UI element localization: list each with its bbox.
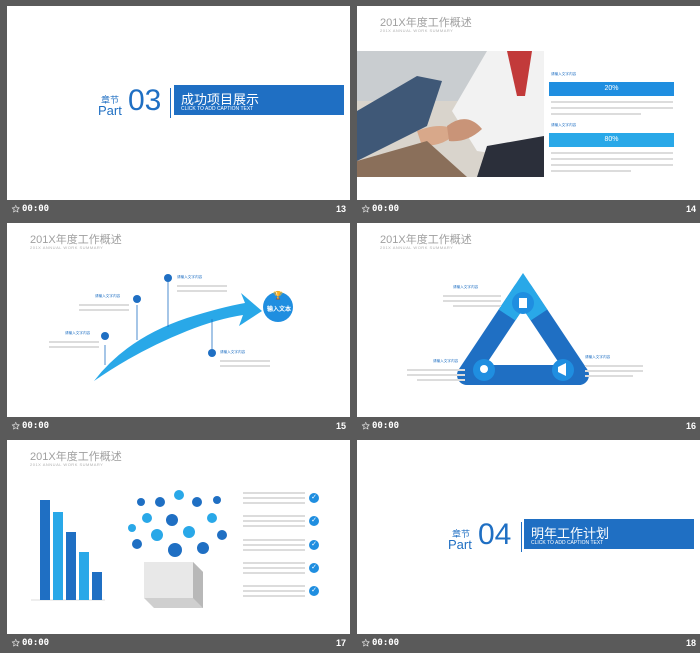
slide-subtitle: 201X ANNUAL WORK SUMMARY	[380, 245, 454, 250]
transition-icon: ✩	[362, 638, 370, 648]
slide-canvas: 201X年度工作概述 201X ANNUAL WORK SUMMARY 请输入文…	[357, 223, 700, 417]
banner-title: 成功项目展示	[181, 92, 260, 107]
slide-title: 201X年度工作概述	[30, 451, 122, 463]
label-a: 请输入文字内容	[65, 331, 91, 335]
divider	[170, 88, 171, 118]
slide-canvas: 201X年度工作概述 201X ANNUAL WORK SUMMARY 请输入文…	[357, 6, 700, 200]
slide-thumbnail-18[interactable]: 章节 Part 04 明年工作计划 CLICK TO ADD CAPTION T…	[357, 440, 700, 653]
part-number: 03	[128, 84, 162, 117]
slide-title: 201X年度工作概述	[380, 234, 472, 246]
part-label: Part	[98, 103, 122, 118]
slide-thumbnail-17[interactable]: 201X年度工作概述 201X ANNUAL WORK SUMMARY ✓ ✓ ✓ ✓…	[7, 440, 350, 653]
slide-time: 00:00	[22, 204, 50, 214]
transition-icon: ✩	[12, 421, 20, 431]
slide-canvas: 201X年度工作概述 201X ANNUAL WORK SUMMARY 输入文本…	[7, 223, 350, 417]
label-left: 请输入文字内容	[433, 359, 459, 363]
banner-subtitle: CLICK TO ADD CAPTION TEXT	[181, 106, 254, 112]
bar-3	[66, 532, 76, 600]
check-icon: ✓	[309, 540, 319, 550]
badge-text: 输入文本	[267, 307, 292, 313]
slide-thumbnail-14[interactable]: 201X年度工作概述 201X ANNUAL WORK SUMMARY 请输入文…	[357, 6, 700, 219]
label-d: 请输入文字内容	[220, 350, 246, 354]
slide-subtitle: 201X ANNUAL WORK SUMMARY	[30, 462, 104, 467]
slide-number: 14	[685, 204, 696, 214]
slide-thumbnail-16[interactable]: 201X年度工作概述 201X ANNUAL WORK SUMMARY 请输入文…	[357, 223, 700, 436]
bar-4	[79, 552, 89, 600]
slide-canvas: 章节 Part 04 明年工作计划 CLICK TO ADD CAPTION T…	[357, 440, 700, 634]
bar-1	[40, 500, 50, 600]
slide-time: 00:00	[22, 638, 50, 648]
transition-icon: ✩	[12, 638, 20, 648]
slide-time: 00:00	[372, 638, 400, 648]
cycle-triangle	[457, 272, 589, 385]
chapter-label: 章节	[101, 95, 120, 105]
bar-2	[53, 512, 63, 600]
slide-number: 16	[685, 421, 696, 431]
title-banner: 明年工作计划 CLICK TO ADD CAPTION TEXT	[524, 519, 694, 549]
point-icon	[133, 295, 141, 303]
point-icon	[208, 349, 216, 357]
slide-number: 15	[335, 421, 346, 431]
slide-subtitle: 201X ANNUAL WORK SUMMARY	[30, 245, 104, 250]
growth-arrow	[94, 274, 293, 381]
slide-title: 201X年度工作概述	[380, 17, 472, 29]
slide-number: 17	[335, 638, 346, 648]
bar-5	[92, 572, 102, 600]
part-number: 04	[478, 518, 512, 551]
slide-footer: ✩ 00:00 15	[7, 417, 350, 436]
check-icon: ✓	[309, 586, 319, 596]
label-c: 请输入文字内容	[177, 275, 203, 279]
label-b: 请输入文字内容	[95, 294, 121, 298]
slide-footer: ✩ 00:00 16	[357, 417, 700, 436]
chapter-label: 章节	[452, 529, 471, 539]
title-banner: 成功项目展示 CLICK TO ADD CAPTION TEXT	[174, 85, 344, 115]
slide-number: 18	[685, 638, 696, 648]
slide-time: 00:00	[372, 421, 400, 431]
divider	[521, 522, 522, 552]
slide-title: 201X年度工作概述	[30, 234, 122, 246]
transition-icon: ✩	[362, 204, 370, 214]
check-icon: ✓	[309, 563, 319, 573]
progress-20: 20%	[549, 82, 674, 96]
banner-subtitle: CLICK TO ADD CAPTION TEXT	[531, 540, 604, 546]
slide-subtitle: 201X ANNUAL WORK SUMMARY	[380, 28, 454, 33]
slide-time: 00:00	[22, 421, 50, 431]
slide-footer: ✩ 00:00 13	[7, 200, 350, 219]
slide-canvas: 201X年度工作概述 201X ANNUAL WORK SUMMARY ✓ ✓ ✓ ✓…	[7, 440, 350, 634]
part-label: Part	[448, 537, 472, 552]
label-1: 请输入文字内容	[551, 72, 577, 76]
transition-icon: ✩	[12, 204, 20, 214]
slide-footer: ✩ 00:00 18	[357, 634, 700, 653]
check-icon: ✓	[309, 493, 319, 503]
idea-box-illustration	[128, 490, 227, 608]
transition-icon: ✩	[362, 421, 370, 431]
handshake-photo	[357, 51, 544, 177]
trophy-badge	[263, 292, 293, 322]
progress-80: 80%	[549, 133, 674, 147]
bar-chart	[31, 500, 105, 601]
label-top: 请输入文字内容	[453, 285, 479, 289]
label-right: 请输入文字内容	[585, 355, 611, 359]
point-icon	[164, 274, 172, 282]
point-icon	[101, 332, 109, 340]
check-icon: ✓	[309, 516, 319, 526]
banner-title: 明年工作计划	[531, 526, 610, 541]
slide-thumbnail-15[interactable]: 201X年度工作概述 201X ANNUAL WORK SUMMARY 输入文本…	[7, 223, 350, 436]
trophy-icon: 🏆	[273, 291, 283, 300]
slide-thumbnail-13[interactable]: 章节 Part 03 成功项目展示 CLICK TO ADD CAPTION T…	[7, 6, 350, 219]
slide-time: 00:00	[372, 204, 400, 214]
slide-canvas: 章节 Part 03 成功项目展示 CLICK TO ADD CAPTION T…	[7, 6, 350, 200]
label-2: 请输入文字内容	[551, 123, 577, 127]
slide-footer: ✩ 00:00 17	[7, 634, 350, 653]
slide-number: 13	[335, 204, 346, 214]
slide-footer: ✩ 00:00 14	[357, 200, 700, 219]
